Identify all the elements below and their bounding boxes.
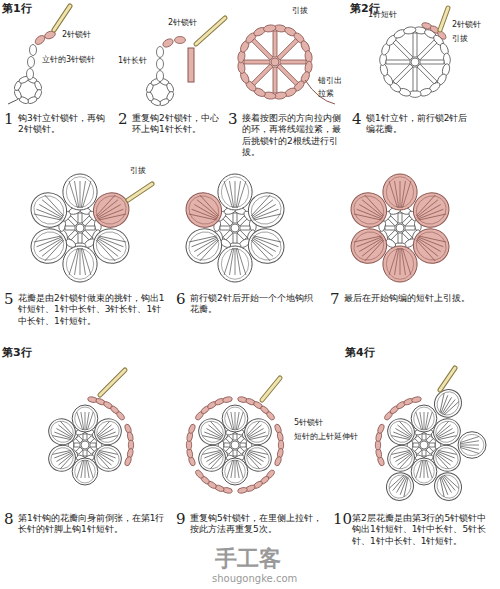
- row-heading: 第3行: [2, 346, 32, 360]
- watermark: shougongke.com: [212, 573, 297, 586]
- step-number: 4: [352, 110, 362, 129]
- stitch-label: 错引出: [318, 76, 342, 86]
- step-caption: 钩3针立针锁针，再钩2针锁针。: [18, 113, 108, 136]
- step-caption: 第1针钩的花瓣向身前倒张，在第1行长针的针脚上钩1针短针。: [18, 513, 168, 536]
- step-caption: 重复钩5针锁针，在里侧上拉针，按此方法再重复5次。: [190, 513, 325, 536]
- stitch-label: 短针的上针延伸针: [294, 432, 358, 442]
- step-number: 8: [4, 510, 14, 529]
- stitch-label: 5针锁针: [294, 418, 323, 428]
- step-caption: 第2层花瓣是由第3行的5针锁针中钩出1针短针、1针中长针、5针长针、1针中长针、…: [352, 513, 492, 547]
- watermark: 手工客: [215, 545, 281, 573]
- step-caption: 花瓣是由2针锁针做束的挑针，钩出1针短针、1针中长针、3针长针、1针中长针、1针…: [18, 293, 168, 327]
- step-caption: 锁1针立针，前行锁2针后编花瓣。: [366, 113, 476, 136]
- step-number: 7: [330, 290, 340, 309]
- stitch-label: 1针短针: [368, 10, 397, 20]
- row-heading: 第4行: [345, 346, 375, 360]
- stitch-figures: [8, 6, 486, 505]
- stitch-label: 引拔: [452, 34, 468, 44]
- stitch-label: 2针锁针: [168, 18, 197, 28]
- step-caption: 最后在开始钩编的短针上引拔。: [344, 293, 484, 304]
- step-number: 1: [4, 110, 14, 129]
- stitch-label: 2针锁针: [62, 30, 91, 40]
- stitch-label: 引拔: [130, 166, 146, 176]
- step-number: 2: [118, 110, 128, 129]
- step-caption: 前行锁2针后开始一个个地钩织花瓣。: [190, 293, 320, 316]
- stitch-label: 2针锁针: [452, 20, 481, 30]
- step-number: 6: [176, 290, 186, 309]
- step-number: 3: [228, 110, 238, 129]
- stitch-label: 拉紧: [318, 89, 334, 99]
- step-number: 9: [176, 510, 186, 529]
- stitch-label: 立针的3针锁针: [42, 55, 95, 65]
- row-heading: 第1行: [2, 2, 32, 16]
- step-caption: 重复钩2针锁针，中心环上钩1针长针。: [132, 113, 224, 136]
- step-number: 10: [333, 510, 352, 529]
- stitch-label: 1针长针: [118, 56, 147, 66]
- step-number: 5: [4, 290, 14, 309]
- stitch-label: 引拔: [292, 6, 308, 16]
- step-caption: 接着按图示的方向拉内侧的环，再将线端拉紧，最后挑锁针的2根线进行引拔。: [242, 113, 342, 158]
